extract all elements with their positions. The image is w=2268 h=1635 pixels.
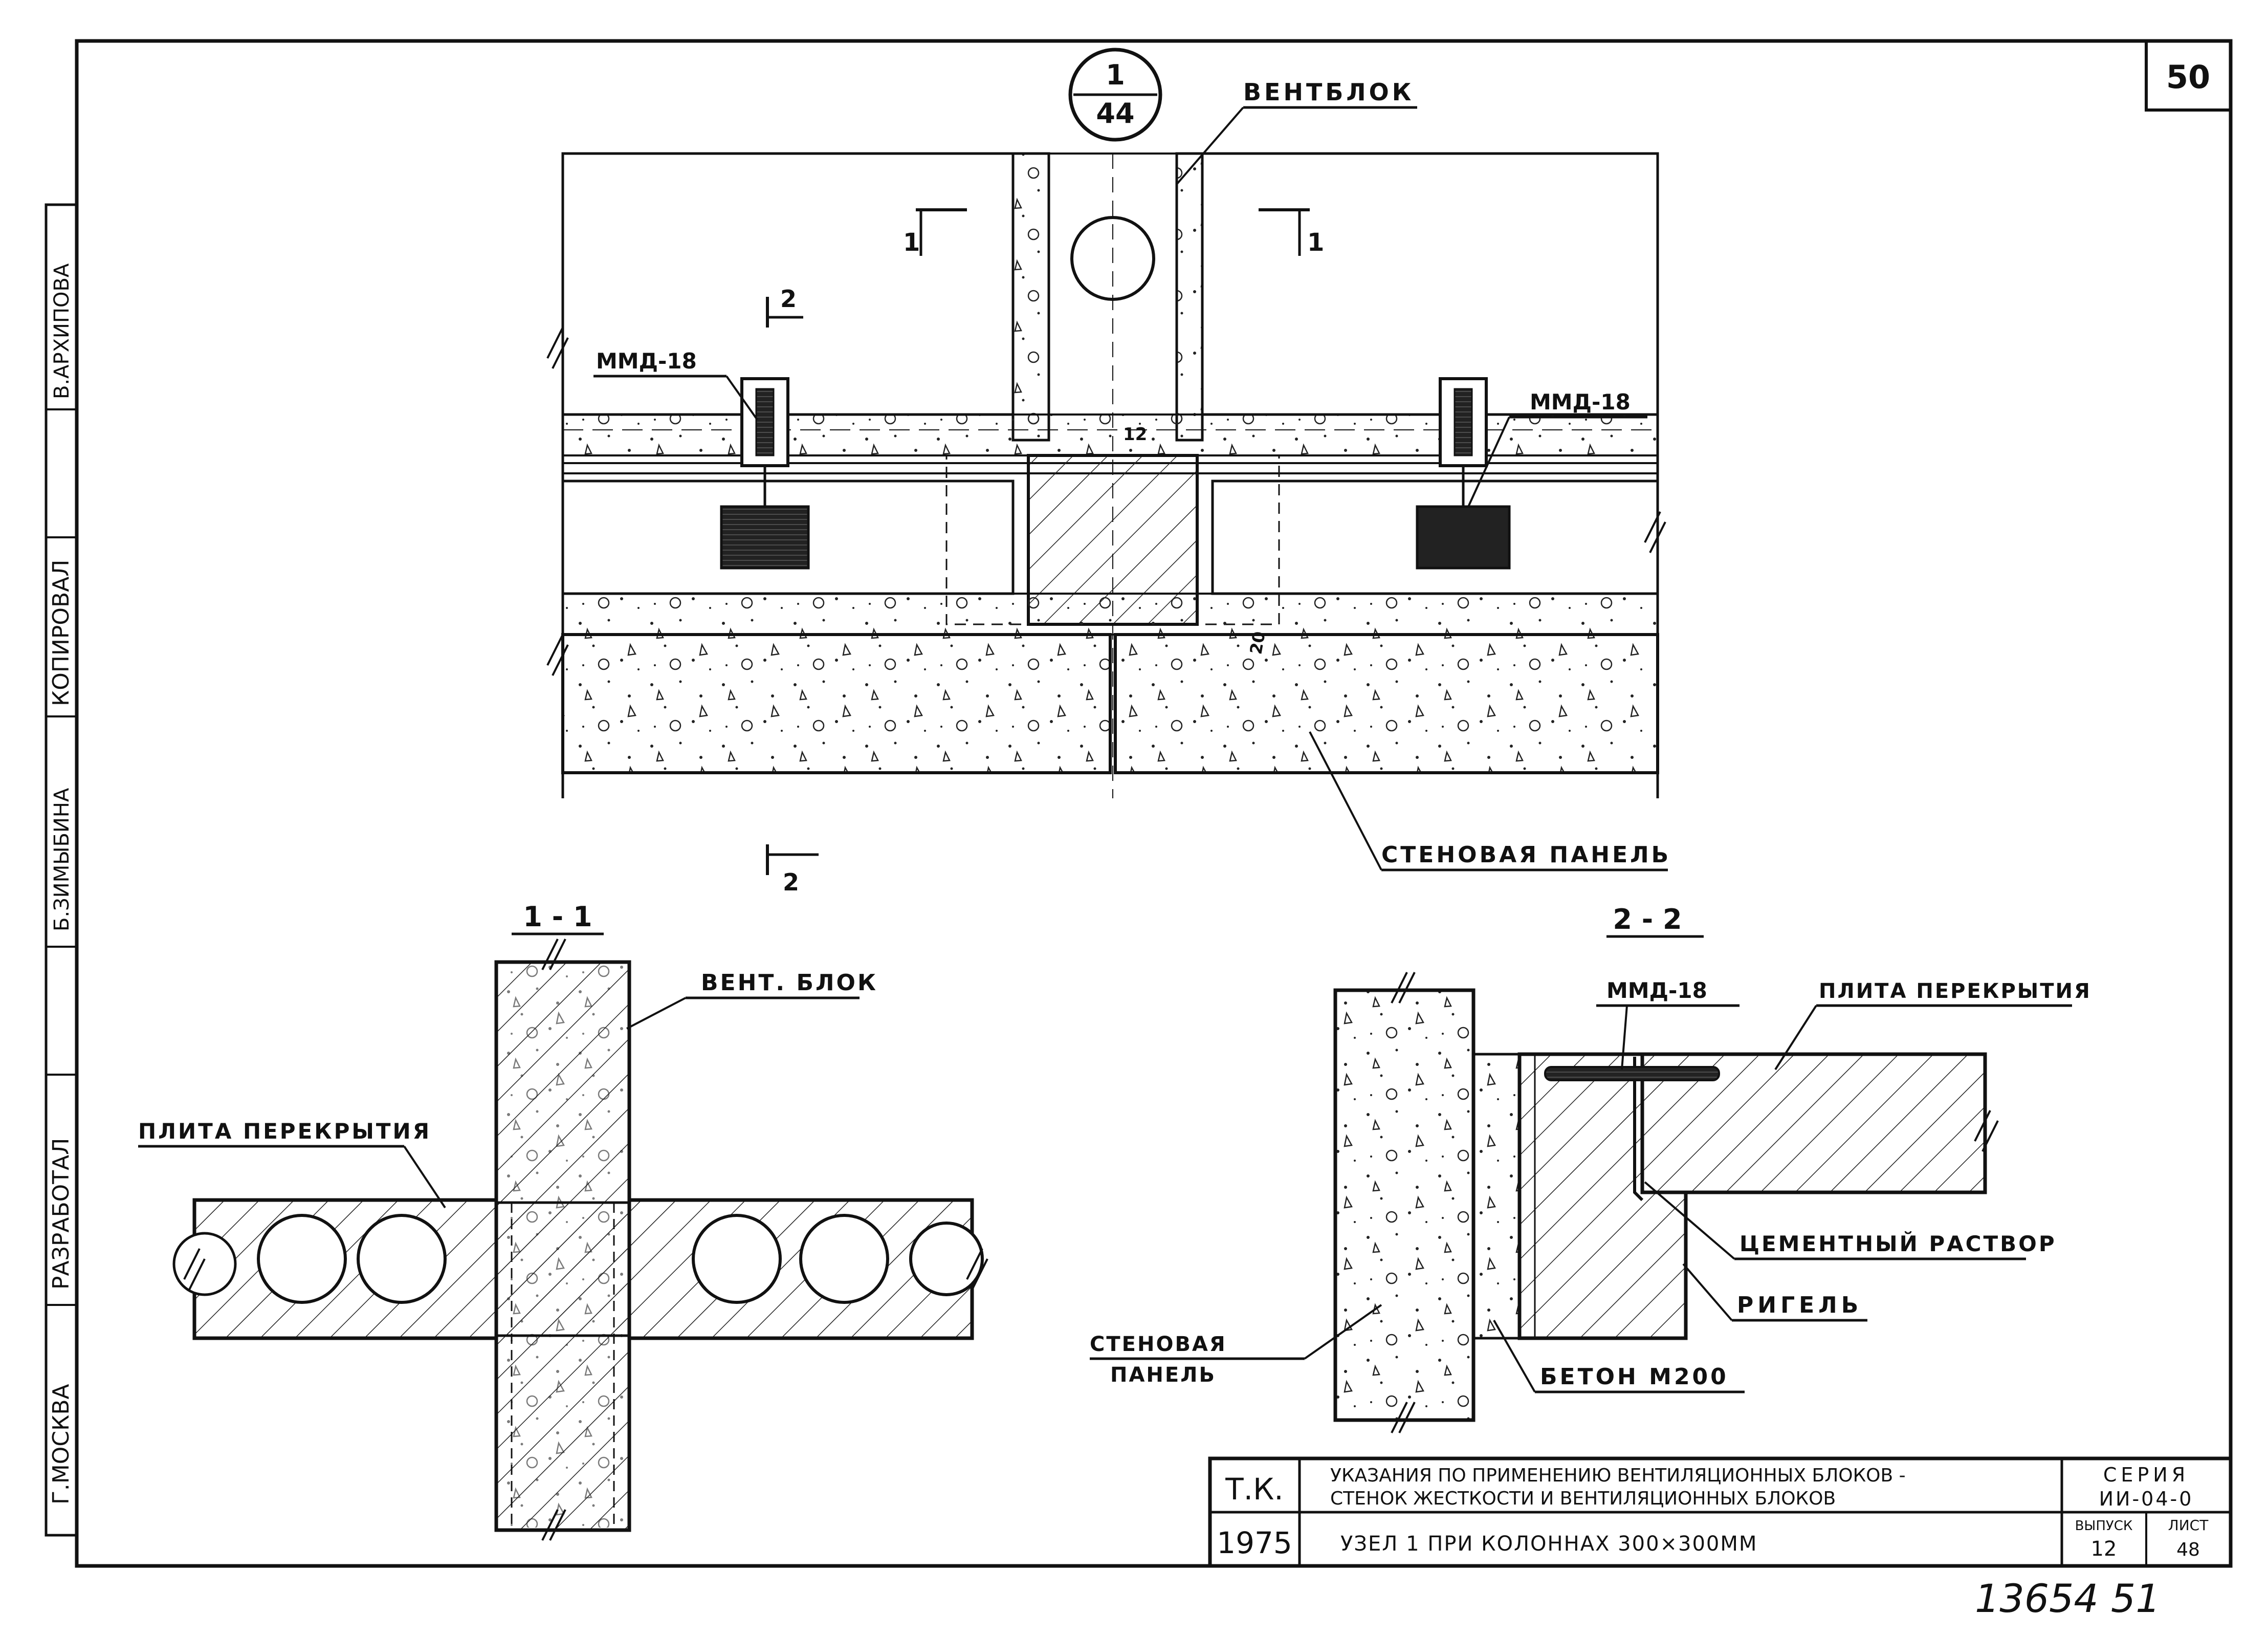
section-2-2-mmd-label: ММД-18: [1606, 978, 1707, 1003]
page-number: 50: [2166, 58, 2210, 96]
section-1-1-title: 1 - 1: [523, 901, 592, 933]
vent-block-wall-right: [1175, 152, 1204, 442]
section-marker-2-top: 2: [766, 285, 803, 328]
title-block: Т.К. 1975 УКАЗАНИЯ ПО ПРИМЕНЕНИЮ ВЕНТИЛЯ…: [1208, 1456, 2233, 1568]
stamp-copied-label: КОПИРОВАЛ: [48, 560, 74, 706]
section-2-2-wall-label-2: ПАНЕЛЬ: [1110, 1363, 1216, 1387]
section-2-2-wall-label-1: СТЕНОВАЯ: [1090, 1333, 1227, 1356]
plan-mortar-strip: [562, 413, 1659, 456]
svg-text:1: 1: [903, 228, 920, 257]
plan-lower-strip: [562, 593, 1659, 636]
section-1-1: 1 - 1 ВЕНТ. БЛОК ПЛИТА ПЕРЕКРЫТИЯ: [138, 901, 988, 1541]
plan-view: ВЕНТБЛОК ММД-18 ММД-18 СТЕНОВАЯ ПАНЕЛЬ 1…: [546, 78, 1671, 896]
section-2-2-cement-label: ЦЕМЕНТНЫЙ РАСТВОР: [1739, 1231, 2057, 1256]
title-year: 1975: [1217, 1525, 1292, 1560]
section-2-2-rigel-label: РИГЕЛЬ: [1737, 1292, 1862, 1318]
issue-label: ВЫПУСК: [2075, 1518, 2133, 1534]
plan-beam-left: [561, 479, 1015, 595]
svg-text:2: 2: [783, 868, 799, 896]
stamp-copied-name: В.АРХИПОВА: [50, 263, 74, 399]
section-2-2-concrete: [1472, 1053, 1521, 1340]
title-line-2: СТЕНОК ЖЕСТКОСТИ И ВЕНТИЛЯЦИОННЫХ БЛОКОВ: [1330, 1488, 1836, 1509]
section-2-2-title: 2 - 2: [1613, 903, 1682, 935]
title-subtitle: УЗЕЛ 1 ПРИ КОЛОННАХ 300×300ММ: [1340, 1532, 1757, 1556]
issue-value: 12: [2091, 1537, 2117, 1561]
page-number-box: [2145, 39, 2232, 112]
plan-wall-panel-right: [1114, 633, 1659, 774]
plan-mmd-right-label: ММД-18: [1530, 389, 1631, 415]
plan-dim-20: 20: [1246, 630, 1269, 656]
plan-room-left: [561, 152, 1015, 416]
anchor-mmd-left: [720, 377, 810, 570]
plan-vent-block-label: ВЕНТБЛОК: [1243, 78, 1414, 106]
series-label: СЕРИЯ: [2103, 1464, 2189, 1486]
vent-block-wall-left: [1011, 152, 1050, 442]
section-2-2-concrete-label: БЕТОН М200: [1540, 1364, 1729, 1390]
section-marker-1-left: 1: [903, 208, 967, 257]
side-stamp: Г.МОСКВА РАЗРАБОТАЛ Б.ЗИМЫБИНА КОПИРОВАЛ…: [45, 203, 78, 1537]
plan-room-right: [1201, 152, 1659, 416]
plan-wall-panel-left: [561, 633, 1112, 774]
plan-wall-panel-label: СТЕНОВАЯ ПАНЕЛЬ: [1381, 842, 1671, 868]
stamp-city: Г.МОСКВА: [48, 1384, 74, 1505]
plan-mmd-left-label: ММД-18: [596, 348, 697, 374]
node-ref-top: 1: [1106, 59, 1125, 91]
node-reference-circle: 1 44: [1068, 48, 1162, 142]
anchor-mmd-right: [1416, 377, 1511, 570]
title-line-1: УКАЗАНИЯ ПО ПРИМЕНЕНИЮ ВЕНТИЛЯЦИОННЫХ БЛ…: [1330, 1465, 1906, 1486]
section-marker-1-right: 1: [1259, 208, 1324, 257]
svg-text:2: 2: [780, 285, 797, 313]
node-ref-bottom: 44: [1096, 97, 1134, 129]
section-2-2-slab-label: ПЛИТА ПЕРЕКРЫТИЯ: [1819, 979, 2091, 1003]
section-2-2-anchor: [1544, 1066, 1720, 1081]
plan-dim-12: 12: [1123, 424, 1147, 445]
stamp-developed-name: Б.ЗИМЫБИНА: [50, 788, 74, 931]
sheet-value: 48: [2176, 1539, 2200, 1560]
section-2-2: 2 - 2 ММД-18 ПЛИТА ПЕРЕКРЫТИЯ ЦЕМЕНТНЫЙ …: [1090, 903, 2091, 1433]
sheet-label: ЛИСТ: [2168, 1517, 2209, 1534]
svg-text:1: 1: [1307, 228, 1324, 257]
handwritten-number: 13654 51: [1975, 1576, 2161, 1621]
stamp-developed-label: РАЗРАБОТАЛ: [48, 1138, 74, 1290]
section-1-1-vent-label: ВЕНТ. БЛОК: [701, 970, 878, 996]
title-org: Т.К.: [1225, 1472, 1283, 1507]
section-2-2-wall-panel: [1333, 988, 1476, 1422]
section-1-1-slab-label: ПЛИТА ПЕРЕКРЫТИЯ: [138, 1119, 431, 1144]
section-marker-2-bottom: 2: [766, 844, 819, 896]
slab-voids-left: [172, 1214, 447, 1304]
series-value: ИИ-04-0: [2099, 1488, 2194, 1510]
slab-voids-right: [692, 1214, 984, 1304]
